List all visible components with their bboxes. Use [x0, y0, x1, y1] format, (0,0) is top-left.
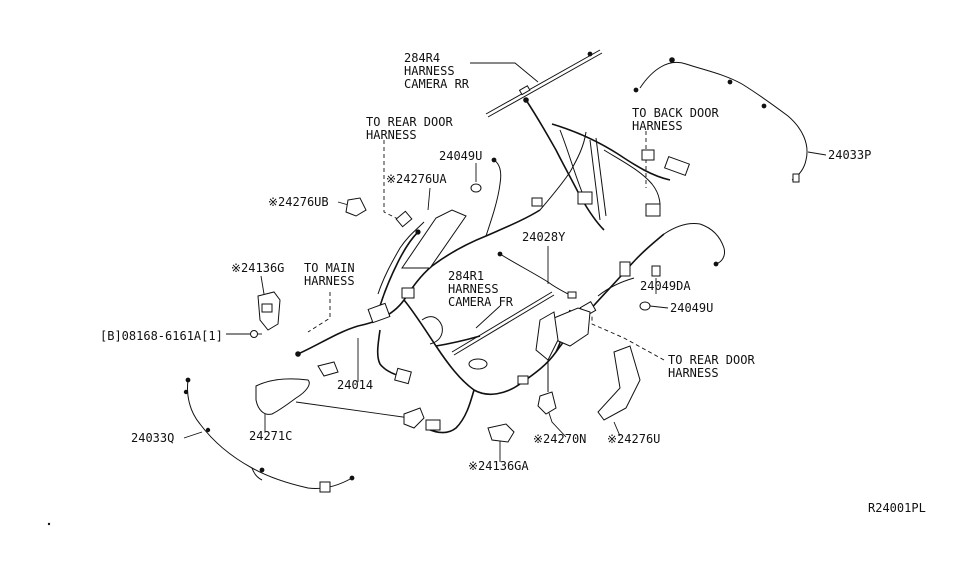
diagram-id: R24001PL [868, 501, 926, 515]
label-24033q: 24033Q [131, 431, 174, 445]
label-24014: 24014 [337, 378, 373, 392]
label-24028y: 24028Y [522, 230, 566, 244]
label-284r1: 284R1 HARNESS CAMERA FR [448, 269, 514, 309]
clamp-24270n [537, 360, 557, 415]
protector-24276u [535, 307, 641, 421]
label-24136ga: ※24136GA [468, 459, 529, 473]
camera-fr-harness [451, 291, 555, 370]
protector-24271c [255, 361, 425, 429]
label-24049da: 24049DA [640, 279, 691, 293]
label-284r4: 284R4 HARNESS CAMERA RR [404, 51, 470, 91]
label-24276u: ※24276U [607, 432, 660, 446]
label-24136g: ※24136G [231, 261, 284, 275]
label-to-rear-door-top: TO REAR DOOR HARNESS [366, 115, 460, 142]
label-24276ub: ※24276UB [268, 195, 329, 209]
bracket-24136ga [487, 423, 515, 443]
front-bumper-harness-24033q [183, 377, 355, 493]
camera-rr-harness [485, 49, 603, 118]
rear-door-link-harness [345, 197, 467, 295]
stray-dot [47, 522, 51, 526]
part-24028y [497, 251, 577, 299]
bolt-08168 [250, 330, 262, 338]
label-24270n: ※24270N [533, 432, 586, 446]
part-24049u-right [639, 301, 651, 311]
label-to-main: TO MAIN HARNESS [304, 261, 362, 288]
label-to-rear-door-right: TO REAR DOOR HARNESS [668, 353, 762, 380]
label-24276ua: ※24276UA [386, 172, 447, 186]
leader-lines [183, 62, 827, 462]
label-24049u-top: 24049U [439, 149, 482, 163]
bracket-24136g [257, 291, 281, 331]
part-24049u-top [470, 183, 482, 193]
part-24049da [651, 265, 661, 277]
label-24271c: 24271C [249, 429, 292, 443]
label-to-back-door: TO BACK DOOR HARNESS [632, 106, 726, 133]
rear-bumper-harness-24033p [633, 57, 808, 183]
label-24033p: 24033P [828, 148, 871, 162]
rear-floor-harness [523, 97, 691, 231]
label-24049u-right: 24049U [670, 301, 713, 315]
label-08168: [B]08168-6161A[1] [100, 329, 223, 343]
